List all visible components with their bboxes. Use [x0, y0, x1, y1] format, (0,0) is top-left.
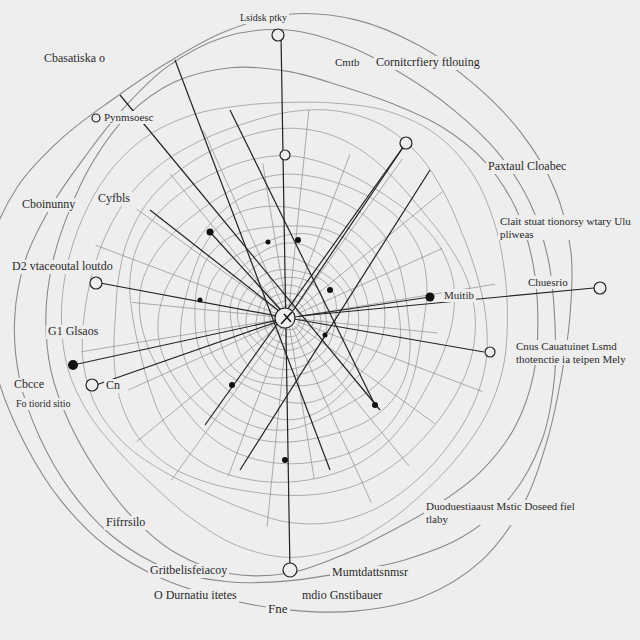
junction-circle — [92, 114, 100, 122]
label-text: Gritbelisfeiacoy — [148, 564, 229, 578]
web-spoke — [128, 322, 279, 390]
label-text: Cornitcrfiery ftlouing — [374, 56, 482, 70]
center-mark — [281, 312, 292, 324]
label-text: Fne — [266, 602, 290, 617]
label-text: Cbcce — [12, 378, 46, 392]
label-text: Paxtaul Cloabec — [486, 160, 568, 174]
label-text: Cboinunny — [20, 198, 77, 212]
node-dot — [372, 402, 378, 408]
junction-circle — [275, 308, 295, 328]
web-ring — [270, 300, 306, 337]
web-strand — [230, 110, 375, 405]
label-text: Cmtb — [333, 56, 361, 69]
web-ring — [114, 128, 476, 495]
web-spoke — [292, 154, 350, 308]
node-dot — [68, 360, 78, 370]
label-text: Fo tiorid sitio — [14, 398, 72, 410]
label-text: G1 Glsaos — [46, 325, 100, 339]
label-text: Chuesrio — [526, 276, 570, 289]
label-text: D2 vtaceoutal loutdo — [10, 260, 115, 274]
web-strand — [281, 35, 290, 572]
label-text: Clait stuat tionorsy wtary Ulu pliweas — [498, 215, 634, 240]
web-ring — [180, 206, 400, 430]
web-spoke — [132, 302, 278, 317]
web-spoke — [290, 328, 315, 479]
web-dots — [68, 229, 435, 464]
junction-circle — [86, 379, 98, 391]
label-text: Pynmsoesc — [102, 111, 156, 124]
web-strand — [96, 318, 288, 385]
web-spoke — [137, 209, 280, 312]
web-spoke — [296, 192, 443, 312]
node-dot — [207, 229, 214, 236]
web-strand — [205, 143, 406, 425]
web-spoke — [296, 324, 435, 424]
web-spoke — [294, 326, 409, 466]
label-text: mdio Gnstibauer — [300, 589, 384, 603]
web-spoke — [294, 159, 402, 310]
label-text: Duoduestiaaust Mstic Doseed fiel tlaby — [424, 500, 588, 525]
web-spoke — [289, 110, 309, 308]
label-text: Lsidsk ptky — [238, 12, 289, 24]
node-dot — [198, 298, 203, 303]
web-strand — [73, 318, 288, 365]
web-strand — [175, 60, 330, 470]
junction-circle — [283, 563, 297, 577]
junction-circle — [280, 150, 290, 160]
label-text: O Durnatiu itetes — [152, 589, 239, 603]
node-dot — [323, 333, 328, 338]
junction-circle — [594, 282, 606, 294]
node-dot — [282, 457, 288, 463]
node-dot — [266, 240, 271, 245]
web-spoke — [136, 324, 280, 442]
web-strand — [100, 283, 288, 318]
web-ring — [130, 156, 455, 483]
web-spoke — [228, 327, 284, 476]
web-spoke — [171, 326, 282, 480]
label-text: Muitib — [442, 289, 476, 302]
web-spoke — [298, 319, 437, 333]
junction-circle — [485, 347, 495, 357]
label-text: Cn — [104, 379, 122, 393]
web-ring — [230, 257, 349, 378]
label-text: Fifrrsilo — [104, 516, 147, 530]
web-spoke — [297, 322, 482, 392]
web-strands — [73, 35, 594, 572]
junction-circle — [90, 277, 102, 289]
web-strand — [240, 170, 430, 470]
web-spoke — [267, 328, 287, 527]
web-strand — [150, 210, 288, 318]
node-dot — [327, 287, 333, 293]
label-text: Mumtdattsnmsr — [330, 566, 410, 580]
web-strand — [300, 288, 594, 316]
web-strand — [288, 143, 406, 318]
web-spoke — [82, 320, 279, 352]
node-dot — [426, 293, 435, 302]
junction-circle — [272, 29, 284, 41]
web-rings-small — [86, 29, 606, 577]
web-strand — [210, 232, 288, 318]
node-dot — [295, 237, 301, 243]
web-ring — [61, 102, 507, 557]
label-text: Cnus Cauatuinet Lsmd thotenctie ia teipe… — [514, 340, 632, 365]
junction-circle — [400, 137, 412, 149]
node-dot — [229, 382, 235, 388]
label-text: Cbasatiska o — [42, 52, 107, 66]
label-text: Cyfbls — [96, 192, 132, 206]
web-spoke — [96, 245, 279, 314]
web-ring — [82, 110, 487, 524]
